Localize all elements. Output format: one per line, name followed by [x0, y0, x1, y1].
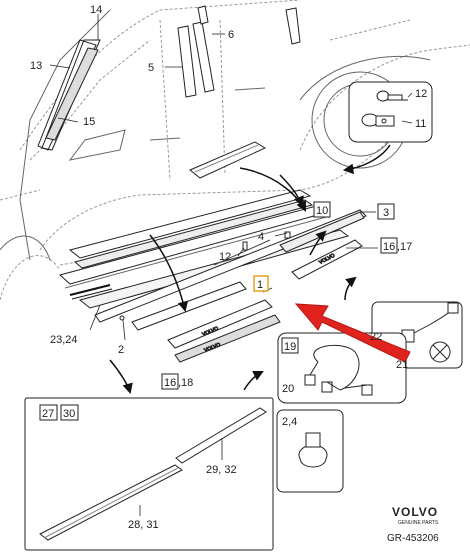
thin-strip-12	[213, 239, 271, 266]
callout-29-32: 29, 32	[206, 464, 237, 476]
brand-block: VOLVO GENUINE PARTS GR-453206	[387, 505, 439, 544]
callout-12-top: 12	[415, 88, 427, 100]
callout-labels: 14 6 13 5 15 12 11 10 3 4 16 ,17 12 1 22…	[30, 4, 427, 531]
sill-plate-1: VOLVO	[167, 299, 273, 349]
sill-plate-lower-2	[131, 281, 247, 331]
callout-20: 20	[282, 383, 294, 395]
arrows	[109, 144, 391, 395]
upper-sill-plate	[189, 141, 267, 179]
clip-inset-2-4	[276, 409, 344, 493]
callout-23-24: 23,24	[50, 334, 78, 346]
callout-27: 27	[42, 408, 54, 420]
callout-17: ,17	[397, 241, 412, 253]
callout-18: ,18	[178, 377, 193, 389]
callout-16-upper: 16	[383, 241, 395, 253]
callout-30: 30	[63, 408, 75, 420]
callout-4: 4	[258, 231, 264, 243]
sill-plate-16-17: VOLVO	[291, 239, 363, 280]
clip-11-icon	[361, 113, 395, 127]
callout-1: 1	[257, 279, 263, 291]
callout-5: 5	[148, 62, 154, 74]
window-trim-13-15	[37, 39, 101, 151]
small-clips	[119, 231, 291, 321]
dark-strip-23-24	[69, 284, 113, 300]
callout-2-4: 2,4	[282, 416, 297, 428]
car-body-outline	[0, 0, 470, 301]
highlight-arrow	[294, 303, 411, 363]
callout-22: 22	[370, 331, 382, 343]
callout-11: 11	[415, 118, 426, 130]
callout-3: 3	[383, 207, 389, 219]
callout-14: 14	[90, 4, 102, 16]
moulding-detail-inset	[24, 397, 274, 551]
brand-subtitle: GENUINE PARTS	[398, 520, 439, 526]
callout-16-lower: 16	[164, 377, 176, 389]
callout-28-31: 28, 31	[128, 519, 159, 531]
pillar-trim-5-6	[177, 5, 301, 98]
callout-19: 19	[284, 341, 296, 353]
cable-inset	[277, 332, 407, 404]
callout-15: 15	[83, 116, 95, 128]
boxed-callouts	[39, 201, 398, 421]
callout-12-mid: 12	[219, 251, 231, 263]
brand-logo: VOLVO	[392, 505, 438, 519]
callout-21: 21	[396, 359, 408, 371]
callout-6: 6	[228, 29, 234, 41]
rivet-12-icon	[376, 90, 408, 102]
sill-plate-16-18: VOLVO	[174, 314, 281, 363]
side-moulding-strips	[58, 189, 367, 323]
diagram-code: GR-453206	[387, 533, 439, 544]
callout-13: 13	[30, 60, 42, 72]
callout-10: 10	[316, 205, 328, 217]
fastener-inset	[348, 81, 433, 143]
callout-2: 2	[118, 344, 124, 356]
